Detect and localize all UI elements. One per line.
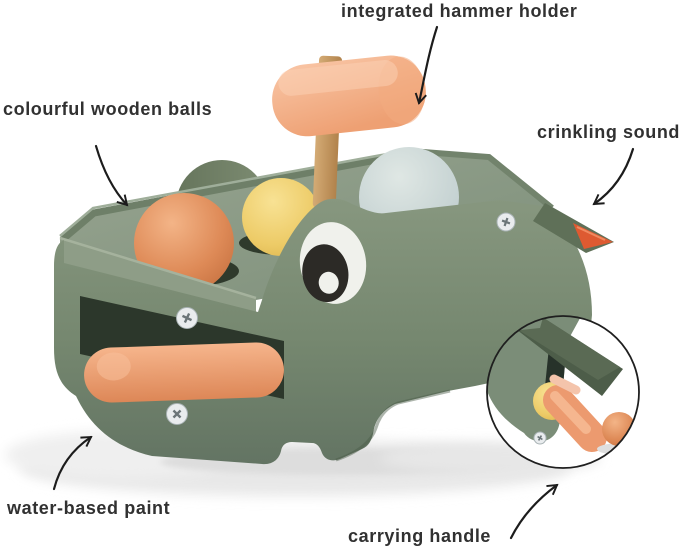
hammer xyxy=(272,55,426,209)
arrow-to-water-based-paint xyxy=(52,435,93,491)
inset-circle-outline xyxy=(486,315,640,469)
annotation-label-carrying-handle: carrying handle xyxy=(348,526,492,546)
arrow-to-carrying-handle xyxy=(509,483,559,540)
inset-orange-ball xyxy=(602,412,636,446)
wooden-rod xyxy=(84,342,284,403)
annotation-label-water-based-paint: water-based paint xyxy=(7,498,171,518)
screw-right xyxy=(496,212,516,232)
screw-bottom-left xyxy=(166,403,188,425)
screw-top-left xyxy=(176,307,198,329)
annotation-label-crinkling-sound: crinkling sound xyxy=(537,122,679,142)
body-bottom-shading xyxy=(335,389,451,462)
carry-strap-top xyxy=(512,316,620,380)
arrow-to-wooden-balls xyxy=(94,144,129,207)
hammer-head xyxy=(272,55,426,137)
annotation-label-hammer-holder: integrated hammer holder xyxy=(341,1,578,21)
arrow-to-crinkling-sound xyxy=(592,147,635,206)
inset-pin xyxy=(549,374,581,395)
screw-inset xyxy=(533,431,547,445)
inset-roller-highlight xyxy=(550,391,591,434)
annotation-label-wooden-balls: colourful wooden balls xyxy=(3,99,213,119)
tongue-highlight xyxy=(576,226,606,241)
arrow-to-hammer-holder xyxy=(414,25,439,105)
eye xyxy=(299,222,367,304)
